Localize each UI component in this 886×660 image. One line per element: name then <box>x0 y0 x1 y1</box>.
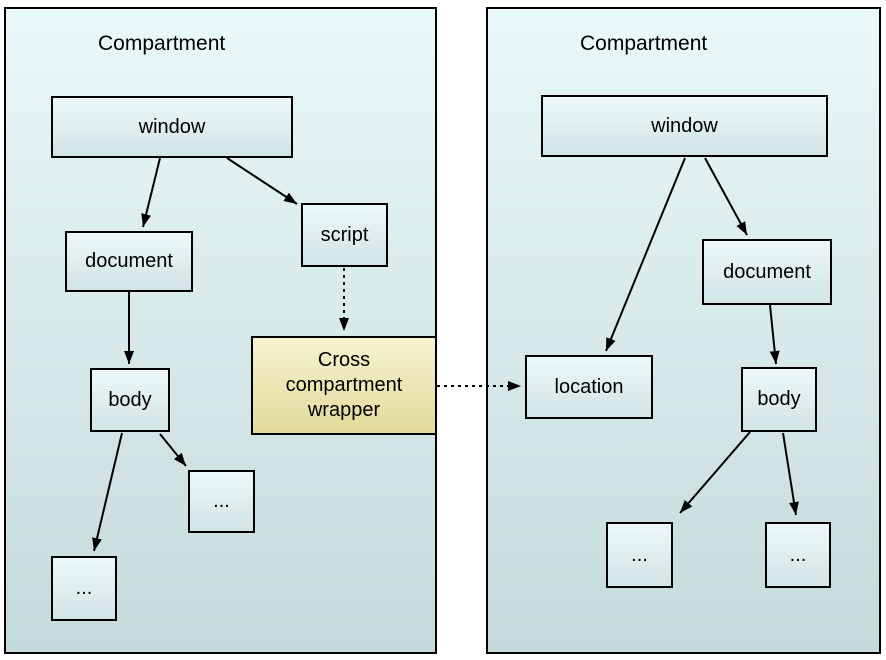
right-body-node: body <box>741 367 817 432</box>
left-compartment-title: Compartment <box>98 32 226 55</box>
left-ellipsis-child-label: ... <box>213 490 230 512</box>
left-document-node: document <box>65 231 193 292</box>
left-compartment: Compartment window document script body … <box>4 7 437 654</box>
left-document-label: document <box>85 250 173 272</box>
right-window-node: window <box>541 95 828 157</box>
right-body-label: body <box>757 388 801 410</box>
right-window-label: window <box>651 114 718 137</box>
left-body-node: body <box>90 368 170 432</box>
right-location-label: location <box>554 375 624 398</box>
left-ellipsis-child-node: ... <box>188 470 255 533</box>
right-ellipsis-right-node: ... <box>765 522 831 588</box>
left-body-label: body <box>108 388 152 411</box>
cross-compartment-wrapper-node: Cross compartment wrapper <box>251 336 437 435</box>
left-window-label: window <box>138 115 206 138</box>
right-ellipsis-left-node: ... <box>606 522 673 588</box>
right-document-label: document <box>723 260 811 283</box>
right-compartment-title: Compartment <box>580 32 708 55</box>
left-window-node: window <box>51 96 293 158</box>
right-compartment: Compartment window document location bod… <box>486 7 881 654</box>
right-document-node: document <box>702 239 832 305</box>
right-location-node: location <box>525 355 653 419</box>
right-ellipsis-left-label: ... <box>631 543 648 566</box>
left-script-label: script <box>320 223 369 246</box>
left-script-node: script <box>301 203 388 267</box>
cross-compartment-wrapper-label: Cross compartment wrapper <box>285 349 403 421</box>
left-ellipsis-grandchild-label: ... <box>75 577 93 599</box>
left-ellipsis-grandchild-node: ... <box>51 556 117 621</box>
right-ellipsis-right-label: ... <box>789 543 807 566</box>
